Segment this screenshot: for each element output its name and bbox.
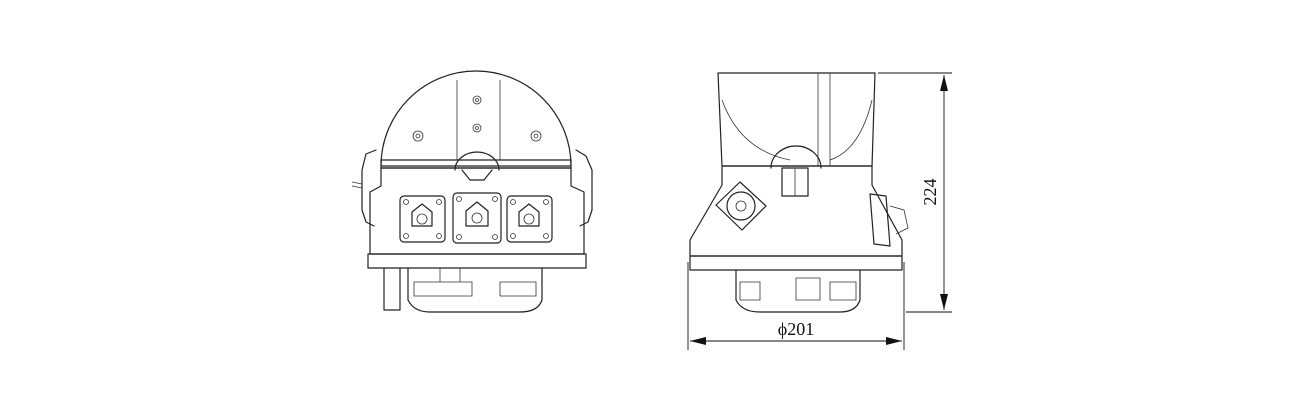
dimension-height: 224	[878, 72, 952, 313]
front-connector-right	[506, 195, 553, 243]
front-right-handle	[575, 149, 593, 227]
front-base-plate	[367, 253, 587, 269]
side-bottom-mount	[735, 269, 861, 313]
side-hopper	[717, 72, 876, 167]
front-left-handle	[361, 149, 377, 227]
front-connector-left	[399, 195, 446, 243]
side-connector	[715, 181, 767, 231]
height-label: 224	[920, 179, 940, 206]
front-view	[351, 70, 593, 313]
dimension-diameter: ϕ201	[687, 262, 905, 350]
side-right-handle	[869, 193, 891, 247]
front-connector-center	[452, 192, 502, 244]
front-bottom-mount	[383, 267, 401, 311]
diameter-label: ϕ201	[778, 319, 814, 339]
side-view	[689, 72, 909, 313]
front-dome	[380, 70, 572, 167]
side-base-plate	[689, 255, 903, 271]
